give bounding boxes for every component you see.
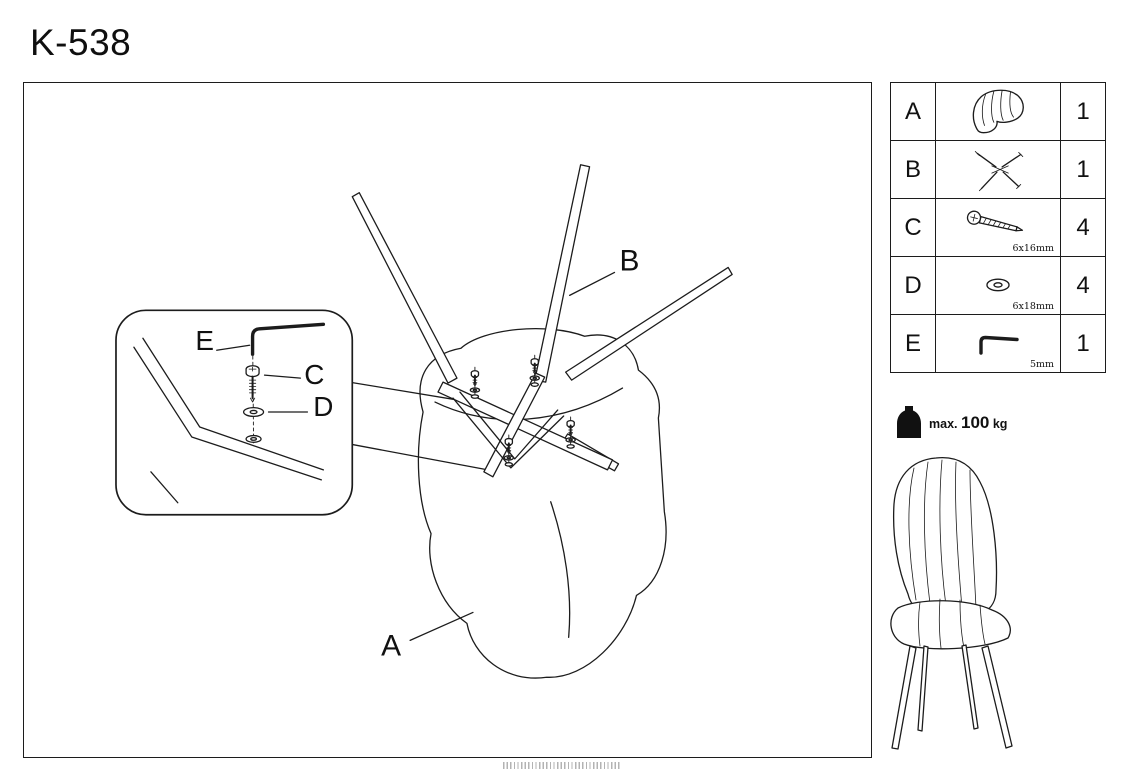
part-letter: B <box>890 140 936 199</box>
bolt-icon <box>966 210 1024 231</box>
part-letter: A <box>890 82 936 141</box>
part-qty: 1 <box>1060 140 1106 199</box>
detail-callout-bubble: E C D <box>115 309 354 516</box>
assembled-chair <box>890 456 1013 750</box>
part-letter: D <box>890 256 936 315</box>
callout-label-d: D <box>313 391 333 422</box>
allen-key-drawing <box>250 322 326 356</box>
callout-connectors <box>348 381 489 471</box>
parts-row-a: A 1 <box>890 82 1106 141</box>
weight-icon <box>897 406 921 438</box>
parts-row-c: C <box>890 198 1106 257</box>
washer-icon <box>986 277 1010 291</box>
assembly-diagram: E C D B A <box>115 164 733 679</box>
parts-table: A 1 B <box>890 82 1106 373</box>
part-label-b: B <box>619 244 639 277</box>
weight-value: 100 <box>960 413 990 432</box>
footer-watermark <box>503 762 621 769</box>
part-letter: E <box>890 314 936 373</box>
parts-row-e: E 5mm 1 <box>890 314 1106 373</box>
part-qty: 4 <box>1060 256 1106 315</box>
part-size: 6x18mm <box>1012 300 1054 312</box>
callout-label-c: C <box>304 359 324 390</box>
assembled-chair-drawing <box>858 452 1053 762</box>
callout-label-e: E <box>195 325 214 356</box>
bolt-drawing <box>245 365 260 403</box>
chair-legs <box>891 644 1013 750</box>
chair-seat <box>890 598 1011 650</box>
washer-drawing <box>242 406 265 418</box>
part-letter: C <box>890 198 936 257</box>
weight-unit: kg <box>992 417 1008 431</box>
part-qty: 1 <box>1060 314 1106 373</box>
weight-limit: max. 100 kg <box>897 406 1007 440</box>
parts-row-b: B 1 <box>890 140 1106 199</box>
parts-row-d: D 6x18mm 4 <box>890 256 1106 315</box>
main-diagram-panel: E C D B A <box>23 82 872 758</box>
allen-key-icon <box>979 335 1019 355</box>
part-label-a: A <box>381 629 401 662</box>
part-qty: 4 <box>1060 198 1106 257</box>
seat-shell-icon <box>972 89 1024 133</box>
part-labels: B A <box>381 244 639 662</box>
leg-frame-drawing <box>351 164 733 478</box>
leg-frame-icon <box>974 150 1024 191</box>
chair-backrest <box>892 456 998 613</box>
part-size: 6x16mm <box>1012 242 1054 254</box>
part-size: 5mm <box>1029 358 1054 370</box>
weight-prefix: max. <box>929 417 958 431</box>
mounting-hole-drawing <box>245 434 262 443</box>
page-title: K-538 <box>30 22 132 63</box>
part-qty: 1 <box>1060 82 1106 141</box>
